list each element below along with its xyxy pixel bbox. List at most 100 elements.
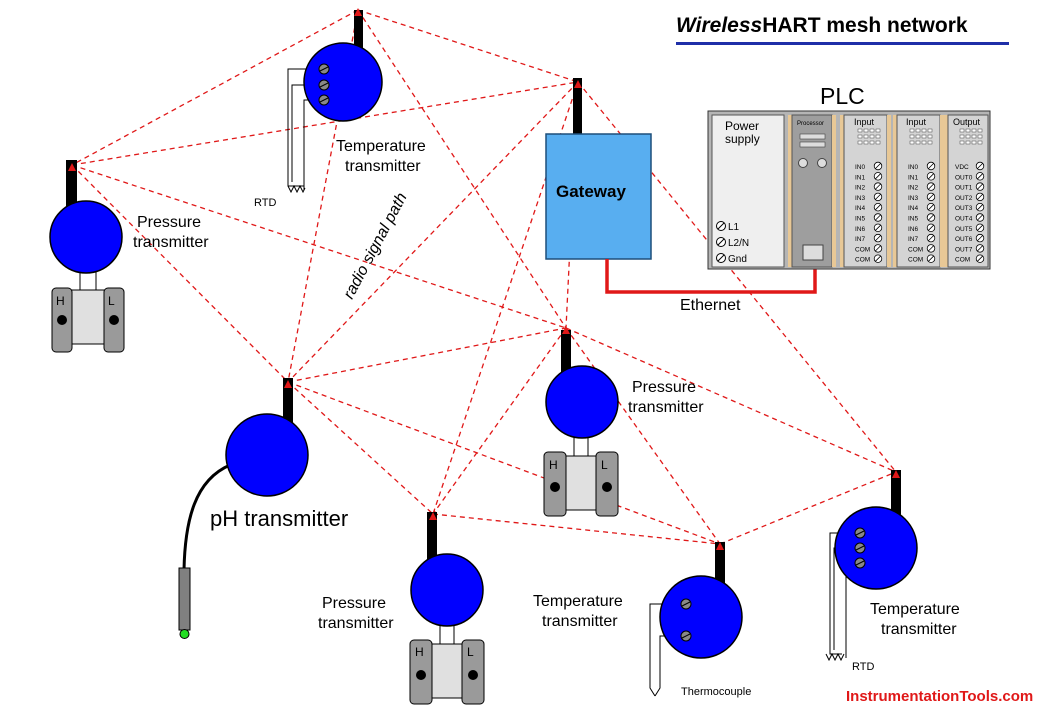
radio-link: [357, 9, 567, 329]
temperature-transmitter-top: RTD Temperature transmitter: [254, 10, 426, 209]
ph-probe: [178, 567, 191, 631]
radio-signal-label: radio signal path: [341, 190, 411, 302]
channel-label: IN0: [908, 164, 919, 171]
channel-terminal-slot: [928, 214, 934, 221]
channel-label: IN2: [908, 185, 919, 192]
channel-label: IN6: [908, 226, 919, 233]
antenna: [891, 470, 901, 530]
channel-label: OUT7: [955, 246, 973, 253]
pressure-bottom-label-1: Pressure: [322, 595, 386, 612]
channel-label: IN1: [908, 174, 919, 181]
channel-terminal-slot: [977, 235, 983, 241]
channel-label: OUT3: [955, 205, 973, 212]
pressure-bottom-label-2: transmitter: [318, 615, 394, 632]
channel-label: IN5: [855, 216, 866, 223]
channel-terminal-slot: [928, 194, 934, 200]
channel-label: OUT4: [955, 216, 973, 223]
temp-right-label-1: Temperature: [870, 601, 960, 618]
channel-terminal-slot: [977, 225, 983, 231]
radio-link: [71, 9, 359, 166]
antenna: [561, 330, 571, 390]
channel-terminal-slot: [928, 225, 934, 231]
channel-terminal-slot: [875, 214, 881, 221]
ph-transmitter: pH transmitter: [178, 378, 348, 639]
ph-label: pH transmitter: [210, 506, 348, 531]
transmitter-body: [545, 365, 619, 439]
processor-ethernet-port: [802, 244, 824, 261]
plc-rack: PLC Power supply L1 L2/N Gnd Processor I…: [707, 83, 991, 270]
port-h-label: H: [415, 645, 424, 659]
rtd-label-right: RTD: [852, 661, 874, 673]
channel-label: IN6: [855, 226, 866, 233]
channel-terminal-slot: [977, 245, 983, 252]
terminal-l2n: L2/N: [728, 238, 749, 249]
gateway-antenna: [573, 78, 582, 134]
channel-terminal-slot: [928, 235, 934, 241]
gateway-box: [545, 133, 652, 260]
radio-link: [71, 164, 289, 383]
channel-terminal-slot: [977, 163, 983, 169]
transmitter-body: [49, 200, 123, 274]
channel-terminal-slot: [928, 163, 934, 169]
power-terminals: L1 L2/N Gnd: [716, 221, 749, 265]
radio-link: [719, 471, 897, 545]
channel-terminal-slot: [875, 173, 881, 180]
pressure-transmitter-bottom: H L Pressure transmitter: [318, 512, 485, 705]
channel-terminal-slot: [875, 235, 881, 241]
antenna: [427, 512, 437, 572]
radio-link: [287, 381, 721, 545]
channel-label: IN3: [908, 195, 919, 202]
manifold: [69, 289, 107, 345]
channel-terminal-slot: [875, 225, 881, 231]
terminal-l1: L1: [728, 222, 740, 233]
channel-label: IN7: [855, 236, 866, 243]
manifold: [562, 455, 600, 511]
channel-label: VDC: [955, 164, 969, 171]
port-l-label: L: [601, 458, 608, 472]
channel-terminal-slot: [875, 183, 881, 190]
thermocouple-label: Thermocouple: [681, 686, 751, 698]
port-h-label: H: [56, 294, 65, 308]
channel-terminal-slot: [977, 204, 983, 210]
channel-label: OUT5: [955, 226, 973, 233]
radio-link: [565, 327, 897, 473]
channel-terminal-slot: [928, 183, 934, 190]
pressure-transmitter-center: H L Pressure transmitter: [543, 330, 704, 517]
radio-link: [287, 81, 579, 383]
terminal-gnd: Gnd: [728, 254, 747, 265]
channel-label: IN2: [855, 185, 866, 192]
diagram-title: WirelessHART mesh network: [676, 14, 1009, 45]
temp-right-label-2: transmitter: [881, 621, 957, 638]
pressure-center-label-2: transmitter: [628, 399, 704, 416]
radio-link: [287, 381, 434, 515]
channel-label: COM: [855, 257, 870, 264]
rtd-element: [287, 184, 306, 194]
temperature-transmitter-right: RTD Temperature transmitter: [825, 470, 960, 673]
transmitter-body: [834, 506, 918, 590]
port-h-label: H: [549, 458, 558, 472]
transmitter-body: [410, 553, 484, 627]
channel-label: OUT0: [955, 174, 973, 181]
channel-label: IN7: [908, 236, 919, 243]
channel-label: OUT1: [955, 185, 973, 192]
channel-terminal-slot: [875, 204, 881, 210]
channel-label: IN4: [908, 205, 919, 212]
input-card-2-label: Input: [906, 117, 927, 127]
credit-text: InstrumentationTools.com: [846, 688, 1034, 705]
temp-top-label-2: transmitter: [345, 158, 421, 175]
rtd-element: [825, 652, 845, 662]
title-rest: HART mesh network: [762, 14, 968, 37]
antenna: [354, 10, 363, 50]
processor-module: [791, 114, 833, 268]
pressure-center-label-1: Pressure: [632, 379, 696, 396]
radio-links: [71, 9, 897, 545]
ph-probe-tip: [179, 629, 190, 639]
channel-terminal-slot: [928, 245, 934, 252]
temperature-transmitter-bottom: Temperature transmitter Thermocouple: [533, 542, 751, 698]
channel-label: OUT2: [955, 195, 973, 202]
channel-label: IN1: [855, 174, 866, 181]
channel-label: COM: [955, 257, 970, 264]
